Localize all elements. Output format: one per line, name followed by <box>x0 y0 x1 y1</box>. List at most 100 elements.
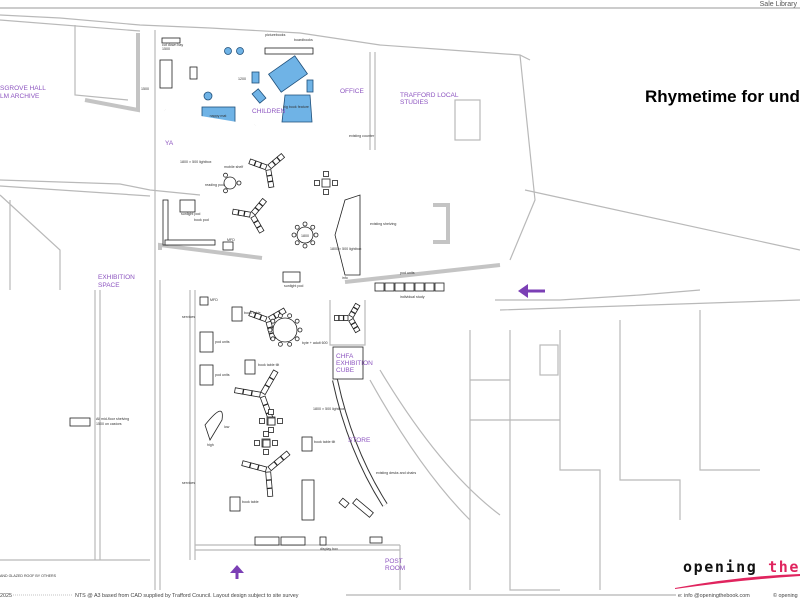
chair <box>268 409 274 415</box>
svg-text:opening the b: opening the b <box>683 558 800 576</box>
chair <box>323 171 329 177</box>
svg-text:AND GLAZED ROOF BY OTHERS: AND GLAZED ROOF BY OTHERS <box>0 574 57 578</box>
tri-shelving-unit <box>241 450 291 498</box>
svg-text:sunlight pod: sunlight pod <box>284 284 303 288</box>
chair <box>263 449 269 455</box>
mfd <box>199 296 209 306</box>
svg-text:nappy mat: nappy mat <box>210 114 227 118</box>
room-label-exhibition-2: SPACE <box>98 282 120 289</box>
children-area-furniture: nappy mat big book feature <box>159 37 314 137</box>
chair <box>332 180 338 186</box>
chair <box>263 431 269 437</box>
footer-year: 2025 <box>0 593 12 599</box>
svg-text:existing shelving: existing shelving <box>370 222 396 226</box>
svg-text:low: low <box>224 425 230 429</box>
chair <box>294 224 300 230</box>
svg-text:high: high <box>207 443 214 447</box>
chair <box>277 313 283 319</box>
chair <box>313 232 319 238</box>
chair <box>223 172 228 178</box>
table <box>189 66 198 80</box>
chair <box>236 180 242 186</box>
building-walls <box>0 14 800 591</box>
svg-text:book table tilt: book table tilt <box>314 440 335 444</box>
chair <box>294 240 300 246</box>
soft-seat <box>251 88 267 104</box>
svg-text:book table: book table <box>244 311 261 315</box>
book-table <box>229 496 241 512</box>
arrow-left-icon <box>518 284 545 298</box>
exhibition-cube <box>332 346 364 380</box>
pod-unit-table <box>199 364 214 386</box>
small-table <box>236 47 244 55</box>
chair <box>291 232 297 238</box>
reading-pod <box>223 176 237 190</box>
library-name: Sale Library <box>760 1 798 8</box>
svg-text:reading pod: reading pod <box>205 183 224 187</box>
pod-counter <box>162 199 169 246</box>
svg-text:info: info <box>342 276 348 280</box>
shelf-bay <box>161 37 181 44</box>
tri-shelving-unit <box>231 197 268 234</box>
svg-text:pod units: pod units <box>215 373 230 377</box>
individual-study-desks <box>374 282 445 292</box>
pod-unit-table <box>199 331 214 353</box>
svg-text:big book feature: big book feature <box>283 105 309 109</box>
shelving-key <box>69 417 91 427</box>
small-table <box>224 47 232 55</box>
svg-text:book table tilt: book table tilt <box>258 363 279 367</box>
square-table <box>267 417 276 426</box>
round-table <box>296 226 314 244</box>
page-title: Rhymetime for under <box>645 87 800 106</box>
svg-text:boardbooks: boardbooks <box>294 38 313 42</box>
room-label-post: POST <box>385 558 403 565</box>
long-table <box>301 479 315 521</box>
svg-text:MFD: MFD <box>227 238 235 242</box>
furniture-layer <box>223 152 361 498</box>
svg-text:book table: book table <box>242 500 259 504</box>
svg-text:mobile shelf: mobile shelf <box>224 165 243 169</box>
sunlight-pod <box>179 199 196 213</box>
svg-text:services: services <box>182 481 195 485</box>
kinder-box <box>306 79 314 93</box>
chair <box>294 336 300 342</box>
byte-table <box>272 317 298 343</box>
svg-text:picturebooks: picturebooks <box>265 33 286 37</box>
table <box>159 59 173 89</box>
room-label-archive: LM ARCHIVE <box>0 93 40 100</box>
svg-text:sunlight pod: sunlight pod <box>181 212 200 216</box>
svg-text:existing desks and chairs: existing desks and chairs <box>376 471 416 475</box>
chair <box>302 243 308 249</box>
chair <box>259 418 265 424</box>
svg-text:individual study: individual study <box>400 295 425 299</box>
room-label-ya: YA <box>165 140 174 147</box>
svg-text:services: services <box>182 315 195 319</box>
square-table <box>262 439 271 448</box>
svg-text:1800: 1800 <box>301 234 309 238</box>
room-label-store: STORE <box>348 437 371 444</box>
tri-shelving-unit <box>248 152 286 189</box>
boardbook-shelving <box>264 47 314 55</box>
chair <box>287 313 293 319</box>
svg-text:pod units: pod units <box>400 271 415 275</box>
mfd <box>222 241 234 251</box>
svg-text:byte + adult 600: byte + adult 600 <box>302 341 328 345</box>
big-book-feature <box>281 94 313 123</box>
svg-text:pod units: pod units <box>215 340 230 344</box>
svg-text:display box: display box <box>320 547 338 551</box>
room-label-local-studies-2: STUDIES <box>400 99 429 106</box>
svg-text:existing counter: existing counter <box>349 134 375 138</box>
svg-text:1800 × 500 lightbox: 1800 × 500 lightbox <box>180 160 212 164</box>
svg-text:MFD: MFD <box>210 298 218 302</box>
chair <box>338 497 350 509</box>
seating <box>204 410 223 441</box>
room-label-cube: CHFA <box>336 353 354 360</box>
book-table <box>231 306 243 322</box>
chair <box>254 440 260 446</box>
footer-copyright: © opening <box>773 592 798 599</box>
existing-shelving <box>334 194 361 276</box>
chair <box>277 341 283 347</box>
room-label-cube-3: CUBE <box>336 367 355 374</box>
display-boxes <box>254 536 383 546</box>
